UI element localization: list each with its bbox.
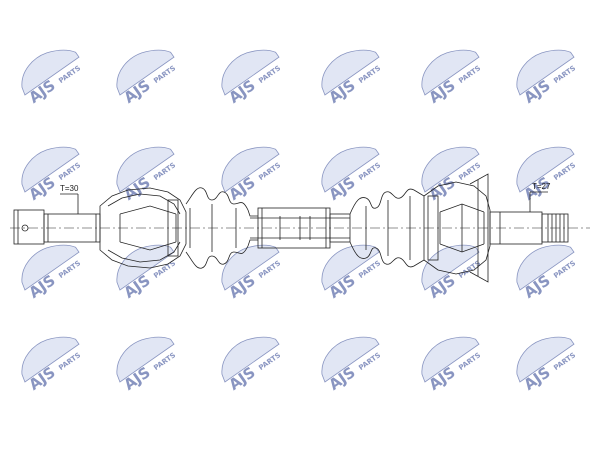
middle-shaft (250, 207, 351, 249)
car-silhouette-icon (116, 336, 175, 383)
car-silhouette-icon (221, 244, 280, 291)
car-silhouette-icon (421, 49, 480, 96)
car-silhouette-icon (221, 146, 280, 193)
car-silhouette-icon (21, 244, 80, 291)
car-silhouette-icon (421, 146, 480, 193)
left-boot (185, 187, 258, 269)
right-stub-shaft (489, 211, 569, 245)
right-boot (349, 188, 425, 268)
car-silhouette-icon (421, 336, 480, 383)
left-spline-callout: T=30 (60, 184, 79, 214)
car-silhouette-icon (321, 336, 380, 383)
left-spline-label: T=30 (60, 184, 79, 193)
car-silhouette-icon (321, 244, 380, 291)
car-silhouette-icon (321, 146, 380, 193)
car-silhouette-icon (321, 49, 380, 96)
car-silhouette-icon (116, 146, 175, 193)
right-spline-label: T=27 (532, 182, 551, 191)
car-silhouette-icon (21, 336, 80, 383)
car-silhouette-icon (516, 49, 575, 96)
car-silhouette-icon (21, 49, 80, 96)
car-silhouette-icon (116, 49, 175, 96)
car-silhouette-icon (516, 336, 575, 383)
left-stub-shaft (13, 209, 101, 245)
right-spline-callout: T=27 (529, 182, 551, 212)
car-silhouette-icon (516, 146, 575, 193)
right-cv-joint (423, 173, 491, 283)
left-cv-joint (99, 187, 187, 269)
car-silhouette-icon (221, 49, 280, 96)
car-silhouette-icon (221, 336, 280, 383)
car-silhouette-icon (516, 244, 575, 291)
car-silhouette-icon (21, 146, 80, 193)
